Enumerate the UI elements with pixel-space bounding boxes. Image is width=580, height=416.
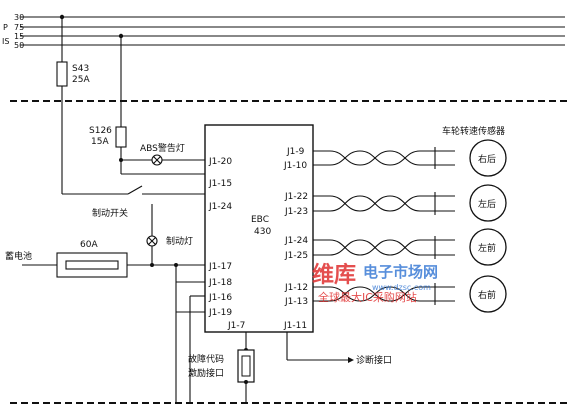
activation-label: 激励接口: [188, 367, 224, 379]
rail-is-label: IS: [2, 37, 9, 46]
fuse-s43-rating: 25A: [72, 75, 90, 85]
pin-j1-18: J1-18: [208, 278, 232, 288]
rail-30-label: 30: [14, 13, 24, 22]
sensor-right-rear-label: 右后: [478, 153, 496, 165]
pin-j1-9: J1-9: [286, 147, 305, 157]
fuse-s126-rating: 15A: [91, 137, 109, 147]
watermark-tagline: 全球最大IC采购网站: [318, 290, 417, 304]
pin-j1-22: J1-22: [284, 192, 308, 202]
fuse-s126-icon: [115, 126, 127, 148]
pin-j1-12: J1-12: [284, 283, 308, 293]
pin-j1-15: J1-15: [208, 179, 232, 189]
brake-switch-label: 制动开关: [92, 207, 128, 219]
battery-label: 蓄电池: [5, 250, 32, 262]
pin-j1-25: J1-25: [284, 251, 308, 261]
fault-code-connector: 故障代码 激励接口: [188, 332, 255, 403]
s126-branch: S126 15A ABS警告灯: [89, 33, 205, 175]
sensor-right-rear: 右后: [313, 139, 507, 177]
pin-j1-10: J1-10: [283, 161, 307, 171]
battery-branch: 蓄电池 60A: [5, 240, 205, 313]
rail-50-label: 50: [14, 41, 24, 50]
ecu-module: EBC 430 J1-20 J1-15 J1-24 J1-17 J1-18 J1…: [204, 124, 314, 333]
fuse-s126-name: S126: [89, 126, 112, 136]
supply-rails: 30 75 15 50 P IS: [2, 13, 565, 50]
s43-branch: S43 25A 制动开关: [56, 14, 205, 219]
watermark: 维库 电子市场网 www.dzsc.com 全球最大IC采购网站: [312, 262, 438, 304]
pin-j1-23: J1-23: [284, 207, 308, 217]
sensor-left-front: 左前: [313, 228, 507, 266]
watermark-brand: 维库: [312, 262, 356, 288]
brake-lamp-branch: 制动灯: [146, 204, 193, 265]
rail-75-label: 75: [14, 23, 24, 32]
ecu-box: [204, 124, 314, 333]
sensor-left-front-icon: [469, 228, 507, 266]
ecu-name: EBC: [251, 215, 269, 225]
brake-switch-icon: [127, 185, 143, 195]
abs-lamp-label: ABS警告灯: [140, 142, 185, 154]
pin-j1-19: J1-19: [208, 308, 232, 318]
sensor-left-rear-label: 左后: [478, 198, 496, 210]
sensor-right-front: 右前: [313, 275, 507, 313]
sensor-right-front-icon: [469, 275, 507, 313]
rail-p-label: P: [3, 23, 8, 32]
diagnostic-connector: 诊断接口: [286, 332, 392, 366]
sensor-title: 车轮转速传感器: [442, 125, 505, 137]
pin-j1-11: J1-11: [283, 321, 307, 331]
pin-j1-17: J1-17: [208, 262, 232, 272]
brake-lamp-label: 制动灯: [166, 235, 193, 247]
watermark-site: 电子市场网: [363, 263, 438, 281]
diag-arrow-icon: [348, 357, 354, 363]
pin-j1-24-left: J1-24: [208, 202, 232, 212]
main-fuse-rating: 60A: [80, 240, 98, 250]
fuse-s43-name: S43: [72, 64, 89, 74]
sensor-left-front-label: 左前: [478, 242, 496, 254]
sensor-left-rear-icon: [469, 184, 507, 222]
diag-port-label: 诊断接口: [356, 354, 392, 366]
fault-code-label: 故障代码: [188, 353, 224, 365]
ground-wiring: [175, 295, 205, 403]
watermark-url: www.dzsc.com: [372, 283, 431, 292]
pin-j1-24-right: J1-24: [284, 236, 308, 246]
sensor-right-front-label: 右前: [478, 289, 496, 301]
pin-j1-20: J1-20: [208, 157, 232, 167]
sensor-right-rear-icon: [469, 139, 507, 177]
pin-j1-16: J1-16: [208, 293, 232, 303]
rail-15-label: 15: [14, 32, 24, 41]
fuse-s43-icon: [56, 61, 68, 87]
pin-j1-7: J1-7: [227, 321, 245, 331]
ecu-model: 430: [254, 227, 271, 237]
sensor-left-rear: 左后: [313, 184, 507, 222]
pin-j1-13: J1-13: [284, 297, 308, 307]
